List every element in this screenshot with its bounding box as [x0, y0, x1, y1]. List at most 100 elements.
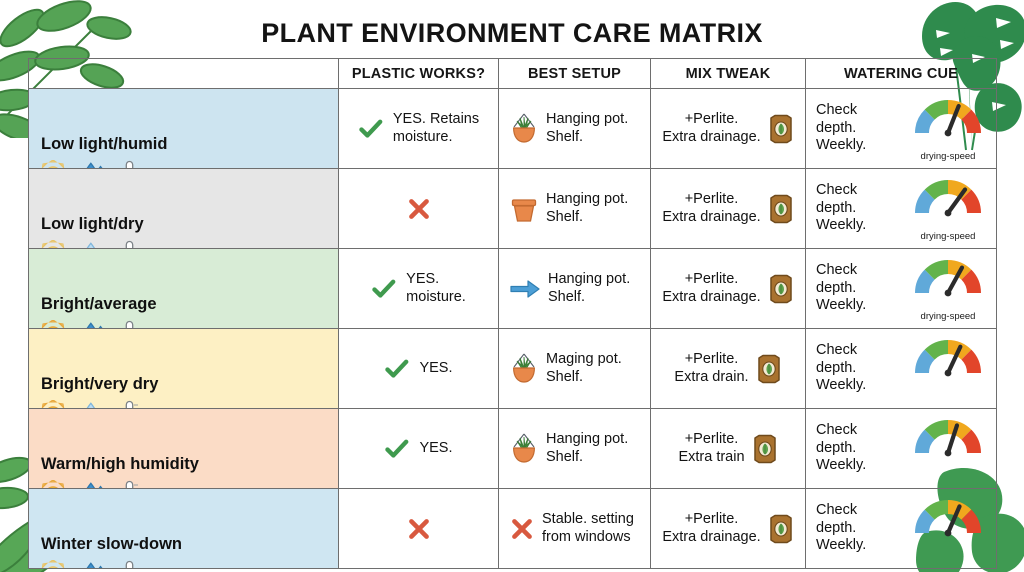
column-header-setup: BEST SETUP [498, 58, 651, 89]
cell-line-2: Shelf. [548, 288, 586, 305]
drying-speed-gauge [915, 260, 981, 297]
cell-line-2: Weekly. [816, 377, 867, 394]
sun-icon [41, 559, 65, 568]
environment-label: Bright/average [41, 294, 157, 313]
cell-line-2: Weekly. [816, 457, 867, 474]
cell-line-1: +Perlite. [684, 430, 739, 447]
column-header-plastic: PLASTIC WORKS? [338, 58, 499, 89]
cell-text: +Perlite.Extra drainage. [662, 191, 760, 226]
cell-line-2: Extra drainage. [662, 528, 761, 545]
gauge-container: drying-speed [906, 173, 990, 244]
mix-tweak-cell: +Perlite.Extra drain. [650, 328, 806, 409]
gauge-container: drying-speed [906, 493, 990, 564]
cell-line-1: Check depth. [816, 341, 858, 376]
cell-text: Check depth.Weekly. [816, 422, 900, 475]
cell-line-1: Hanging pot. [546, 190, 629, 207]
cell-text: Check depth.Weekly. [816, 102, 900, 155]
cell-line-1: Stable. setting [542, 510, 634, 527]
gauge-caption: drying-speed [920, 151, 976, 162]
cell-text: Hanging pot.Shelf. [546, 111, 628, 146]
gauge-caption: drying-speed [920, 311, 976, 322]
thermometer-icon [125, 480, 138, 488]
hanging-pot-icon [512, 353, 536, 383]
cell-line-1: Check depth. [816, 501, 858, 536]
plastic-works-cell: YES. [338, 408, 499, 489]
environment-icon-group [39, 559, 143, 568]
thermometer-icon [125, 240, 134, 248]
column-header-watering: WATERING CUE [805, 58, 997, 89]
gauge-container: drying-speed [906, 93, 990, 164]
watering-cue-cell: Check depth.Weekly. drying-speed [805, 88, 997, 169]
soil-bag-icon [769, 194, 792, 223]
thermometer-icon [125, 160, 134, 168]
cell-line-1: Check depth. [816, 421, 858, 456]
cell-text: YES.moisture. [406, 271, 466, 306]
hanging-pot-icon [512, 433, 536, 463]
water-drop-icon [86, 561, 103, 568]
environment-label: Winter slow-down [41, 534, 183, 553]
soil-bag-icon [769, 274, 792, 303]
best-setup-cell: Hanging pot.Shelf. [498, 88, 651, 169]
cell-text: +Perlite.Extra drain. [674, 351, 748, 386]
drying-speed-gauge [915, 100, 981, 137]
best-setup-cell: Hanging pot.Shelf. [498, 408, 651, 489]
water-drop-icon [86, 401, 96, 408]
cell-line-2: Weekly. [816, 137, 867, 154]
environment-cell: Bright/average [28, 248, 339, 329]
cell-line-2: Extra drainage. [662, 288, 761, 305]
cell-line-2: moisture. [392, 128, 453, 145]
cell-line-1: Check depth. [816, 101, 858, 136]
cell-text: +Perlite.Extra drainage. [662, 271, 760, 306]
cell-line-1: YES. [419, 359, 453, 376]
watering-cue-cell: Check depth.Weekly. drying-speed [805, 168, 997, 249]
cell-line-1: +Perlite. [684, 110, 739, 127]
cell-line-2: Extra drainage. [662, 208, 761, 225]
cell-text: YES. [419, 360, 452, 378]
terracotta-pot-icon [511, 198, 537, 222]
cell-line-2: moisture. [406, 288, 466, 305]
table-row: Low light/dry Hanging pot.Shelf. +Perlit… [28, 168, 997, 249]
cell-line-1: Hanging pot. [548, 270, 631, 287]
gauge-caption: drying-speed [920, 231, 976, 242]
cell-line-1: +Perlite. [684, 350, 739, 367]
cell-line-2: Weekly. [816, 537, 867, 554]
cell-line-2: Extra drain. [674, 368, 749, 385]
mix-tweak-cell: +Perlite.Extra drainage. [650, 168, 806, 249]
sun-icon [41, 399, 65, 408]
environment-icon-group [39, 319, 143, 328]
thermometer-icon [125, 560, 134, 568]
sun-icon [41, 159, 65, 168]
environment-icon-group [39, 239, 143, 248]
drying-speed-gauge [915, 340, 981, 377]
cell-line-2: Shelf. [546, 368, 584, 385]
gauge-container: drying-speed [906, 253, 990, 324]
environment-cell: Low light/humid [28, 88, 339, 169]
arrow-right-icon [510, 279, 540, 298]
cell-text: Hanging pot.Shelf. [546, 431, 628, 466]
cell-line-2: Shelf. [546, 128, 584, 145]
cell-line-2: Weekly. [816, 217, 867, 234]
environment-label: Bright/very dry [41, 374, 159, 393]
watering-cue-cell: Check depth.Weekly. drying-speed [805, 488, 997, 569]
gauge-container: drying-speed [906, 333, 990, 404]
table-row: Bright/very dry YES. Maging pot. [28, 328, 997, 409]
cell-line-2: from windows [542, 528, 631, 545]
thermometer-icon [125, 320, 134, 328]
check-icon [359, 119, 383, 138]
soil-bag-icon [769, 114, 792, 143]
environment-cell: Winter slow-down [28, 488, 339, 569]
cross-icon [408, 518, 429, 539]
sun-icon [41, 319, 65, 328]
soil-bag-icon [753, 434, 776, 463]
drying-speed-gauge [915, 500, 981, 537]
environment-label: Warm/high humidity [41, 454, 199, 473]
cross-icon [512, 518, 532, 539]
plastic-works-cell [338, 488, 499, 569]
cell-line-1: Check depth. [816, 181, 858, 216]
water-drop-icon [86, 241, 96, 248]
cell-text: +Perlite.Extra drainage. [662, 111, 760, 146]
watering-cue-cell: Check depth.Weekly. drying-speed [805, 328, 997, 409]
cell-text: Hanging pot.Shelf. [548, 271, 630, 306]
